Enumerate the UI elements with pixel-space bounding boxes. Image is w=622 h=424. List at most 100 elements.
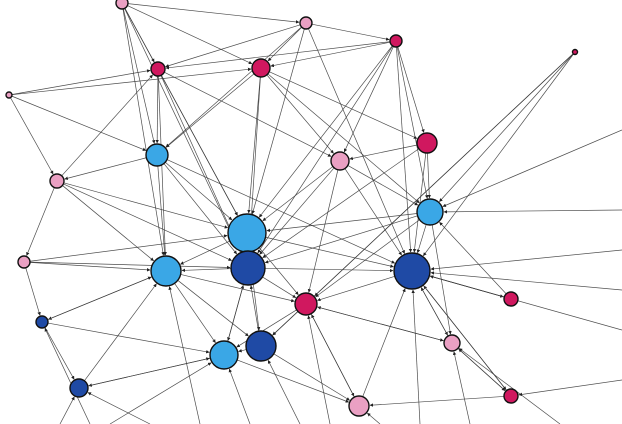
edge: [349, 144, 418, 161]
edge: [439, 221, 507, 295]
edge: [87, 357, 210, 387]
edge: [259, 167, 335, 255]
edge: [416, 224, 427, 254]
edge: [257, 45, 394, 254]
edge: [166, 159, 396, 264]
edge: [422, 284, 507, 391]
node-right-pink: [443, 334, 461, 352]
edge: [251, 28, 305, 215]
edge: [411, 289, 421, 424]
node-right-magenta: [416, 132, 438, 154]
edge: [62, 185, 154, 262]
edge: [262, 148, 420, 258]
edge: [155, 75, 159, 144]
node-center-darkblue: [230, 250, 266, 286]
edge: [177, 280, 249, 337]
node-top-mid-pink: [299, 16, 313, 30]
edge: [165, 161, 233, 221]
edge: [430, 271, 622, 291]
node-upper-magenta-2: [251, 58, 271, 78]
edge: [265, 236, 394, 268]
node-far-right-magenta: [571, 48, 579, 56]
edge: [397, 46, 425, 133]
edge: [307, 315, 331, 424]
node-left-pink: [49, 173, 65, 189]
edge: [258, 45, 393, 218]
edge: [457, 348, 506, 391]
node-mid-magenta: [294, 292, 318, 316]
edge: [249, 285, 259, 332]
edge: [44, 328, 91, 424]
edge: [518, 379, 622, 397]
edge: [442, 129, 622, 207]
edge: [59, 396, 75, 424]
edge: [412, 152, 427, 253]
edge: [264, 215, 418, 264]
edge: [165, 26, 302, 148]
edge: [29, 261, 231, 270]
edge: [63, 183, 232, 261]
edge: [347, 165, 419, 206]
node-bottom-pink: [348, 395, 370, 417]
edge: [362, 288, 406, 397]
edge: [161, 74, 238, 216]
edge: [267, 73, 420, 204]
edge: [236, 359, 350, 403]
edge: [262, 276, 297, 298]
node-left-tiny-pink: [5, 91, 13, 99]
edge: [87, 392, 151, 424]
edge: [64, 157, 147, 180]
edge: [264, 267, 394, 273]
edge: [25, 267, 41, 316]
edge: [11, 95, 147, 151]
edge: [84, 283, 157, 381]
node-right-darkblue-big: [393, 252, 431, 290]
edge: [452, 351, 471, 424]
node-center-lightblue-big: [227, 213, 267, 253]
edge: [127, 5, 253, 65]
node-left-pink-2: [17, 255, 31, 269]
edge: [160, 75, 241, 252]
node-top-right-magenta: [389, 34, 403, 48]
edge: [26, 187, 55, 256]
edge: [430, 249, 622, 271]
edge: [443, 209, 622, 214]
edge: [343, 46, 394, 153]
nodes-layer: [5, 0, 579, 417]
edge: [180, 274, 295, 303]
edge: [262, 166, 334, 222]
edge: [367, 412, 381, 424]
edge: [29, 234, 228, 262]
node-lower-right-magenta: [503, 388, 519, 404]
edge: [247, 76, 261, 214]
edge: [396, 46, 413, 253]
edge: [63, 182, 229, 229]
edge: [258, 247, 299, 296]
edge: [123, 8, 156, 144]
edge: [157, 165, 167, 256]
node-upper-magenta-1: [150, 61, 166, 77]
edge: [266, 74, 334, 154]
edge: [164, 71, 332, 157]
edge: [317, 276, 395, 302]
edge: [47, 276, 152, 321]
edge: [308, 28, 405, 254]
node-lower-darkblue: [245, 330, 277, 362]
edge: [238, 349, 247, 353]
edge: [273, 353, 350, 401]
edge: [44, 327, 75, 380]
edge: [165, 73, 255, 148]
edge: [228, 368, 251, 424]
node-left-darkblue-small: [35, 315, 49, 329]
node-top-left-pink: [115, 0, 129, 10]
edge: [10, 97, 54, 175]
edge: [272, 311, 299, 336]
node-lower-lightblue: [209, 340, 239, 370]
edge: [168, 286, 201, 424]
edge: [369, 396, 505, 407]
edge: [165, 24, 301, 68]
node-left-lightblue: [145, 143, 169, 167]
node-right-lightblue: [416, 198, 444, 226]
